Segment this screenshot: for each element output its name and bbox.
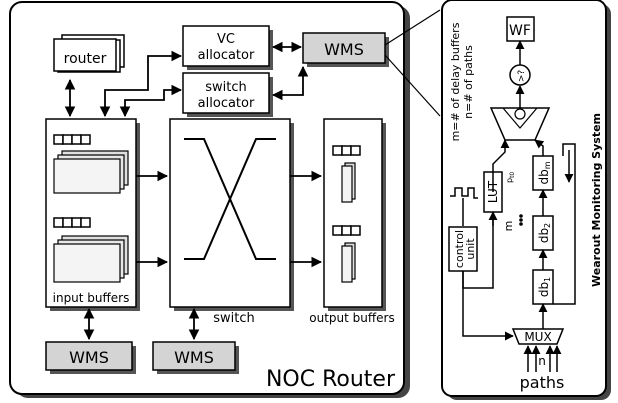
input-buffers-block: input buffers bbox=[45, 118, 140, 311]
switch-allocator-label-2: allocator bbox=[198, 96, 255, 111]
db-1-index: 1 bbox=[543, 277, 552, 282]
mux-label: MUX bbox=[524, 330, 551, 344]
vc-allocator-box: VC allocator bbox=[182, 25, 273, 70]
input-buffer-stack-2 bbox=[53, 235, 129, 283]
lut-sub-index: t0 bbox=[509, 172, 516, 178]
wms-box-bottom-mid: WMS bbox=[152, 341, 239, 374]
output-buffers-block: output buffers bbox=[309, 118, 395, 325]
wms-box-top: WMS bbox=[302, 32, 389, 67]
db-m-label: dbm bbox=[537, 161, 552, 184]
delay-buffer-2: db2 bbox=[532, 215, 554, 251]
switch-block: switch bbox=[169, 118, 294, 326]
input-buffers-label: input buffers bbox=[53, 291, 130, 305]
db-2-label: db2 bbox=[537, 223, 552, 243]
m-label: m bbox=[502, 221, 515, 232]
wf-label: WF bbox=[509, 23, 531, 39]
db-2-index: 2 bbox=[543, 223, 552, 228]
output-buffer-slots-1 bbox=[332, 145, 361, 156]
db-m-index: m bbox=[543, 161, 552, 169]
compare-block: >? bbox=[509, 64, 531, 86]
switch-allocator-label-1: switch bbox=[205, 80, 247, 95]
paths-label: paths bbox=[520, 373, 565, 392]
noc-connections bbox=[64, 9, 441, 341]
output-buffer-body-2 bbox=[341, 242, 356, 283]
lut-sub: p bbox=[505, 178, 514, 183]
router-label: router bbox=[64, 51, 107, 67]
db-2-text: db bbox=[537, 228, 551, 243]
control-unit-label-2: unit bbox=[464, 238, 477, 260]
switch-allocator-box: switch allocator bbox=[182, 72, 273, 117]
wms-label-bottom-left: WMS bbox=[69, 348, 109, 367]
output-buffer-slots-2 bbox=[332, 225, 361, 236]
input-buffer-slots-2 bbox=[53, 217, 91, 228]
wms-label-top: WMS bbox=[324, 40, 364, 59]
delay-buffer-m: dbm bbox=[532, 155, 554, 191]
wms-panel bbox=[441, 0, 611, 400]
output-buffers-label: output buffers bbox=[309, 311, 394, 325]
vc-allocator-label-2: allocator bbox=[198, 48, 255, 63]
wms-panel-title: Wearout Monitoring System bbox=[590, 113, 603, 287]
input-buffer-slots-1 bbox=[53, 134, 91, 145]
output-buffer-body-1 bbox=[341, 162, 356, 203]
db-1-label: db1 bbox=[537, 277, 552, 297]
wms-box-bottom-left: WMS bbox=[45, 341, 136, 374]
router-box: router bbox=[53, 34, 125, 73]
db-m-text: db bbox=[537, 169, 551, 184]
db-1-text: db bbox=[537, 282, 551, 297]
control-unit-label-1: control bbox=[453, 230, 466, 268]
switch-label: switch bbox=[213, 311, 255, 326]
vc-allocator-label-1: VC bbox=[217, 32, 235, 47]
delay-buffer-1: db1 bbox=[532, 269, 554, 305]
wms-connections bbox=[450, 40, 576, 372]
wms-label-bottom-mid: WMS bbox=[174, 348, 214, 367]
lut-sub-label: pt0 bbox=[505, 172, 516, 183]
input-buffer-stack-1 bbox=[53, 150, 129, 194]
noc-router-title: NOC Router bbox=[266, 367, 396, 392]
wms-legend-line-1: m=# of delay buffers bbox=[449, 22, 462, 141]
wms-legend-line-2: n=# of paths bbox=[462, 45, 475, 119]
m-dots bbox=[519, 214, 523, 226]
mux-block: MUX bbox=[511, 328, 565, 345]
control-unit-block: control unit bbox=[448, 226, 478, 272]
wf-block: WF bbox=[506, 16, 535, 42]
compare-label: >? bbox=[517, 70, 527, 83]
n-label: n bbox=[538, 354, 546, 368]
